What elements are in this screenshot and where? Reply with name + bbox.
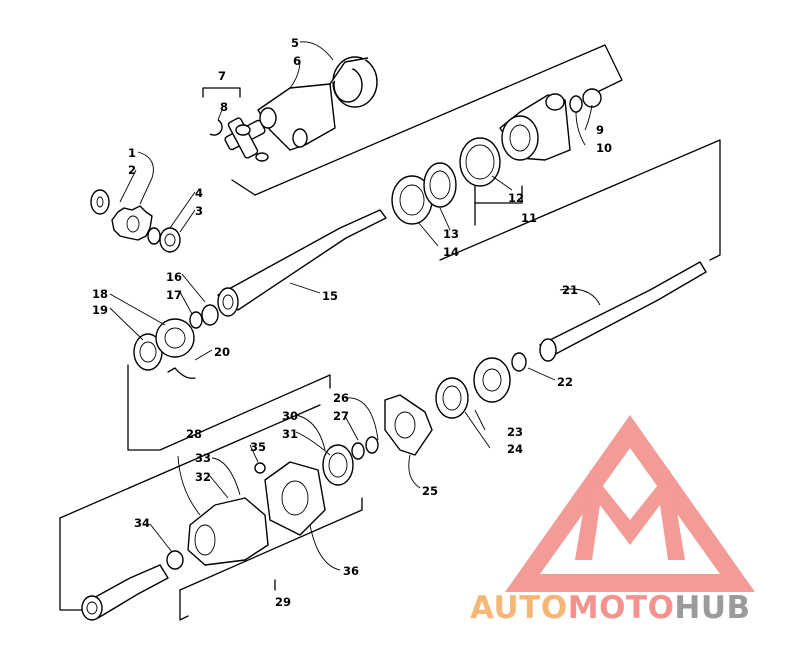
brand-moto: MOTO [567,590,675,626]
part-flange-25 [351,394,433,460]
label-22: 22 [557,375,573,389]
label-3: 3 [195,204,203,218]
label-6: 6 [293,54,301,68]
part-hub-30-36 [254,444,354,536]
label-18: 18 [92,287,108,301]
part-yoke-5-6 [257,56,378,151]
part-cv-joint-29-34 [81,497,269,621]
label-24: 24 [507,442,523,456]
part-bearing-23-24 [435,357,511,419]
label-11: 11 [521,211,537,225]
group-frames [59,44,721,621]
part-gear-1-4 [90,189,181,253]
part-axle-15 [189,209,387,329]
watermark-logo [505,415,755,592]
label-23: 23 [507,425,523,439]
brand-auto: AUTO [470,590,568,626]
label-8: 8 [220,100,228,114]
brand-hub: HUB [674,590,751,626]
label-4: 4 [195,186,203,200]
label-20: 20 [214,345,230,359]
label-19: 19 [92,303,108,317]
label-2: 2 [128,163,136,177]
part-u-joint-assembly [209,117,269,162]
part-number-labels: 1 2 3 4 5 6 7 8 9 10 11 12 13 14 15 16 1… [92,36,612,609]
label-5: 5 [291,36,299,50]
label-36: 36 [343,564,359,578]
label-35: 35 [250,440,266,454]
label-12: 12 [508,191,524,205]
watermark-brand-text: AUTOMOTOHUB [470,590,751,626]
part-shaft-21 [511,261,707,372]
label-25: 25 [422,484,438,498]
label-33: 33 [195,451,211,465]
label-15: 15 [322,289,338,303]
label-9: 9 [596,123,604,137]
label-26: 26 [333,391,349,405]
label-21: 21 [562,283,578,297]
label-29: 29 [275,595,291,609]
label-31: 31 [282,427,298,441]
label-1: 1 [128,146,136,160]
leader-lines [109,41,601,571]
label-17: 17 [166,288,182,302]
part-yoke-9-10 [499,88,602,161]
label-30: 30 [282,409,298,423]
label-14: 14 [443,245,459,259]
part-bearings-12-14 [391,137,501,225]
part-sprocket-16-20 [133,318,196,379]
logo-triangle [505,415,755,592]
label-16: 16 [166,270,182,284]
label-13: 13 [443,227,459,241]
label-28: 28 [186,427,202,441]
logo-m-mark [575,470,685,560]
label-27: 27 [333,409,349,423]
label-34: 34 [134,516,150,530]
label-10: 10 [596,141,612,155]
label-7: 7 [218,69,226,83]
label-32: 32 [195,470,211,484]
